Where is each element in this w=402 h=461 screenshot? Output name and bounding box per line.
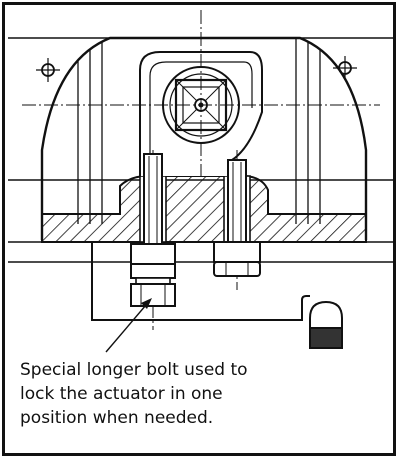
figure-caption: Special longer bolt used to lock the act…	[20, 358, 320, 430]
lock-strap	[91, 242, 310, 321]
caption-line-3: position when needed.	[20, 408, 214, 428]
caption-line-1: Special longer bolt used to	[20, 360, 248, 380]
mounting-hole-left	[36, 58, 60, 82]
standard-bolt	[213, 159, 261, 277]
leader-arrow	[105, 298, 152, 353]
caption-line-2: lock the actuator in one	[20, 384, 223, 404]
special-long-bolt	[130, 153, 176, 307]
housing-inner-lines	[77, 38, 321, 224]
shaft-housing-inner	[149, 61, 253, 176]
actuator-dome	[40, 36, 368, 240]
mounting-hole-right	[333, 56, 357, 80]
center-lines	[22, 10, 380, 330]
figure-frame	[2, 2, 396, 456]
padlock-icon	[309, 300, 343, 349]
